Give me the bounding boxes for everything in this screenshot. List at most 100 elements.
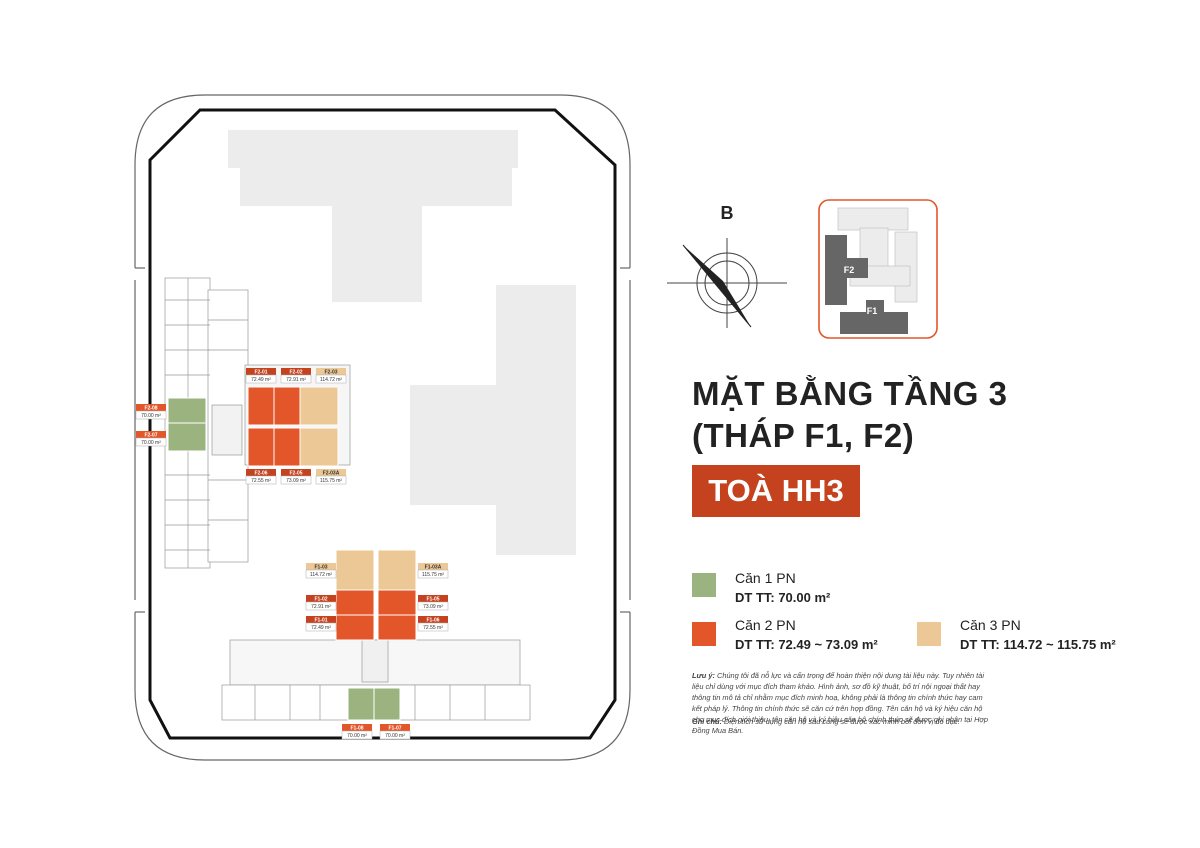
legend-type-3pn: Căn 3 PN xyxy=(960,617,1021,633)
key-map: F2 F1 xyxy=(818,199,938,339)
unit-area: 72.49 m² xyxy=(311,625,331,631)
unit-area: 114.72 m² xyxy=(310,572,332,578)
unit-area: 72.49 m² xyxy=(251,377,271,383)
unit-code: F1-08 xyxy=(350,726,363,732)
unit-area: 70.00 m² xyxy=(141,413,161,419)
tower-f1-units xyxy=(335,549,417,721)
unit-area: 72.55 m² xyxy=(423,625,443,631)
unit-area: 72.91 m² xyxy=(286,377,306,383)
unit-code: F1-06 xyxy=(426,618,439,624)
unit-area-box xyxy=(305,569,337,579)
unit-code-box xyxy=(342,724,372,731)
legend-swatch-2pn xyxy=(692,622,716,646)
remark-note: Ghi chú: Diện tích sử dụng căn hộ sau cù… xyxy=(692,716,992,727)
unit-code-box xyxy=(306,616,336,623)
unit-area: 70.00 m² xyxy=(141,440,161,446)
compass: B xyxy=(667,203,787,328)
unit-f2-01-fill xyxy=(247,386,275,426)
unit-area: 115.75 m² xyxy=(422,572,444,578)
unit-area: 73.09 m² xyxy=(286,478,306,484)
unit-code-box xyxy=(246,469,276,476)
unit-area-box xyxy=(341,730,373,740)
unit-f1-01-fill xyxy=(335,614,375,641)
site-boundary xyxy=(148,108,617,740)
unit-code: F1-02 xyxy=(314,597,327,603)
unit-area-box xyxy=(305,601,337,611)
unit-code-box xyxy=(316,368,346,375)
unit-f1-07-fill xyxy=(373,687,401,721)
unit-area-box xyxy=(245,374,277,384)
legend-type-2pn: Căn 2 PN xyxy=(735,617,796,633)
unit-area-box xyxy=(417,569,449,579)
unit-code: F2-01 xyxy=(254,370,267,376)
legend-type-1pn: Căn 1 PN xyxy=(735,570,796,586)
unit-f1-03-fill xyxy=(335,549,375,591)
unit-code-box xyxy=(136,404,166,411)
neighbor-buildings xyxy=(228,130,576,555)
unit-area: 114.72 m² xyxy=(320,377,342,383)
legend-area-3pn: DT TT: 114.72 ~ 115.75 m² xyxy=(960,637,1116,652)
page-title-line2: (THÁP F1, F2) xyxy=(692,417,915,454)
unit-f1-02-fill xyxy=(335,589,375,616)
unit-code-box xyxy=(246,368,276,375)
unit-code-box xyxy=(306,563,336,570)
unit-area-box xyxy=(245,475,277,485)
page-title-line1: MẶT BẰNG TẦNG 3 xyxy=(692,375,1008,412)
unit-area-box xyxy=(417,622,449,632)
unit-f2-03-fill xyxy=(299,386,339,426)
unit-area: 115.75 m² xyxy=(320,478,342,484)
unit-code: F1-03A xyxy=(425,565,442,571)
tower-f2-units xyxy=(167,386,339,467)
tower-badge: TOÀ HH3 xyxy=(692,465,860,517)
unit-area-box xyxy=(135,437,167,447)
unit-f1-08-fill xyxy=(347,687,375,721)
compass-north-letter: B xyxy=(721,203,734,223)
unit-area-box xyxy=(280,374,312,384)
legend-area-1pn: DT TT: 70.00 m² xyxy=(735,590,831,605)
unit-code-box xyxy=(418,563,448,570)
unit-area: 72.91 m² xyxy=(311,604,331,610)
unit-f2-02-fill xyxy=(273,386,301,426)
unit-area-box xyxy=(305,622,337,632)
legend-swatch-1pn xyxy=(692,573,716,597)
unit-area-box xyxy=(315,374,347,384)
unit-code-box xyxy=(306,595,336,602)
unit-code: F2-03 xyxy=(324,370,337,376)
site-outline xyxy=(134,94,631,761)
unit-area-box xyxy=(379,730,411,740)
unit-area: 72.55 m² xyxy=(251,478,271,484)
unit-area-box xyxy=(135,410,167,420)
unit-f1-05-fill xyxy=(377,589,417,616)
unit-area-box xyxy=(417,601,449,611)
unit-area-box xyxy=(280,475,312,485)
unit-code: F1-03 xyxy=(314,565,327,571)
unit-code: F2-05 xyxy=(289,471,302,477)
unit-code-box xyxy=(316,469,346,476)
unit-area-box xyxy=(315,475,347,485)
unit-code: F2-03A xyxy=(323,471,340,477)
keymap-label-f2: F2 xyxy=(844,265,855,275)
unit-area: 73.09 m² xyxy=(423,604,443,610)
unit-code: F2-08 xyxy=(144,406,157,412)
unit-code: F1-01 xyxy=(314,618,327,624)
unit-code-box xyxy=(136,431,166,438)
note-label: Lưu ý: xyxy=(692,671,715,680)
unit-code: F1-05 xyxy=(426,597,439,603)
unit-f2-06-fill xyxy=(247,427,275,467)
